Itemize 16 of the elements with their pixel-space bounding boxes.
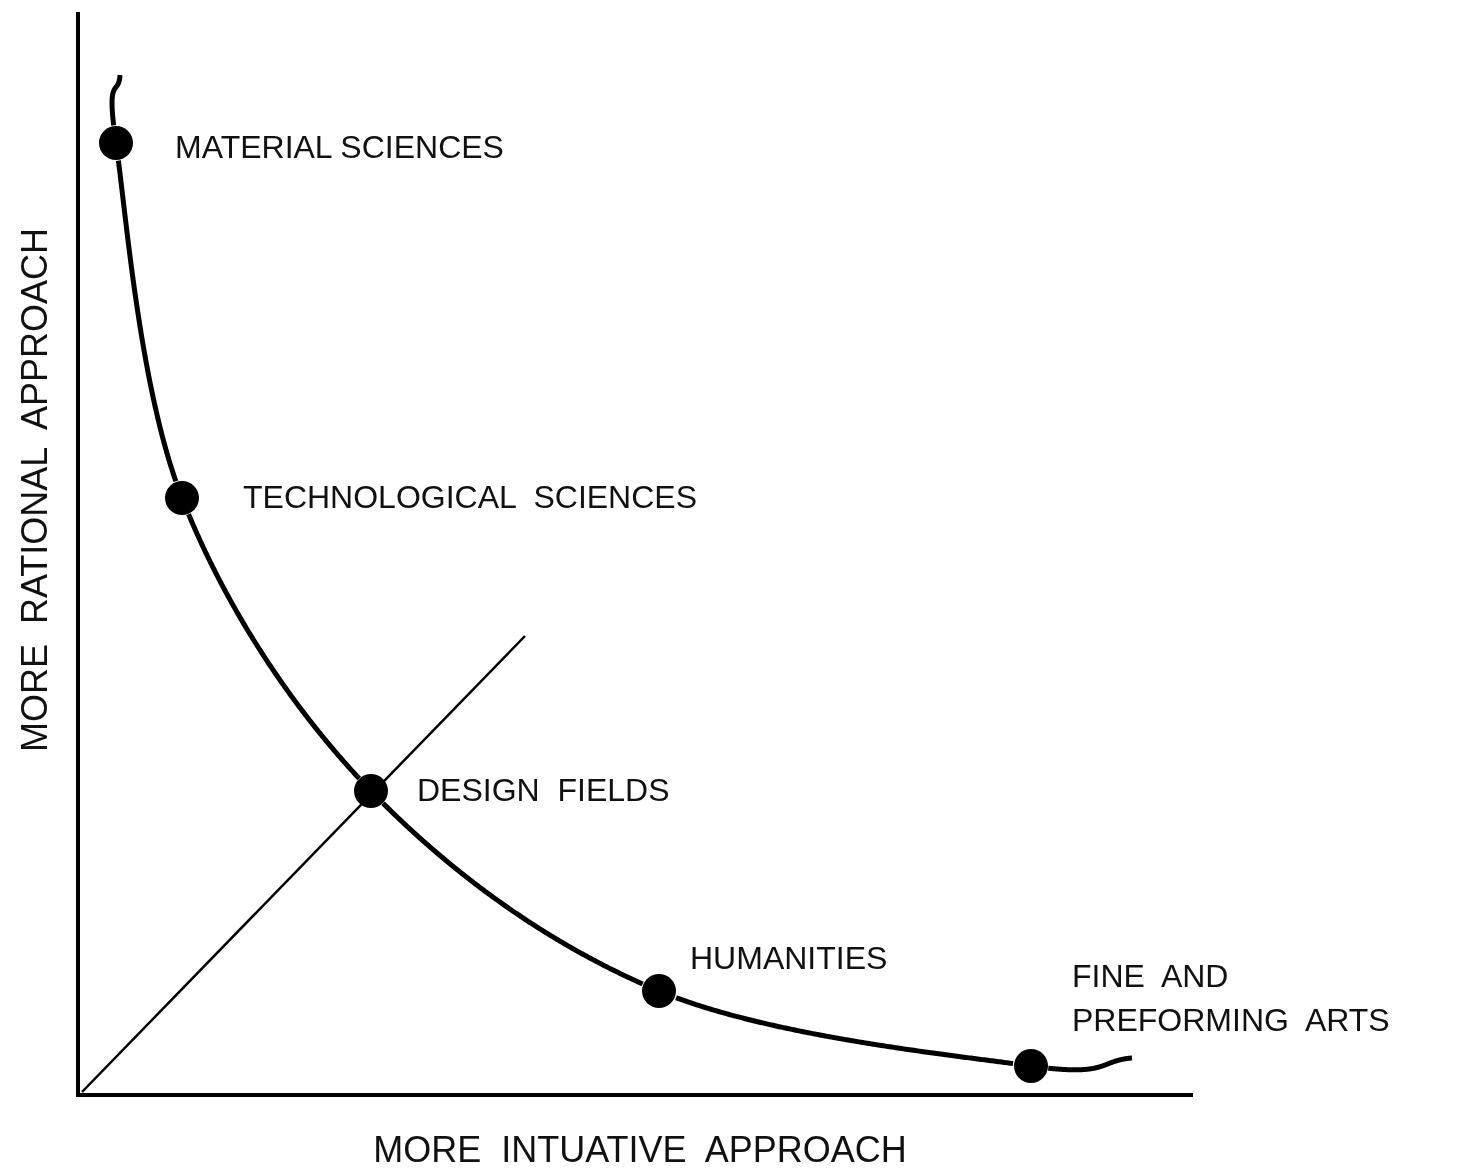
field-label: DESIGN FIELDS (417, 771, 670, 810)
axis-title: MORE RATIONAL APPROACH (14, 227, 56, 753)
field-label: FINE AND PREFORMING ARTS (1072, 957, 1391, 1040)
axis-title: MORE INTUATIVE APPROACH (373, 1129, 907, 1171)
field-label: MATERIAL SCIENCES (175, 128, 504, 167)
curve-segment (675, 995, 1015, 1067)
field-label: HUMANITIES (690, 939, 888, 978)
data-point (354, 774, 388, 808)
data-point (1014, 1049, 1048, 1083)
field-label: TECHNOLOGICAL SCIENCES (243, 478, 697, 517)
data-point (165, 481, 199, 515)
curve-segment (381, 801, 644, 987)
curve-segment (186, 513, 361, 781)
data-point (642, 974, 676, 1008)
data-point (99, 126, 133, 160)
curve-segment (115, 159, 179, 483)
